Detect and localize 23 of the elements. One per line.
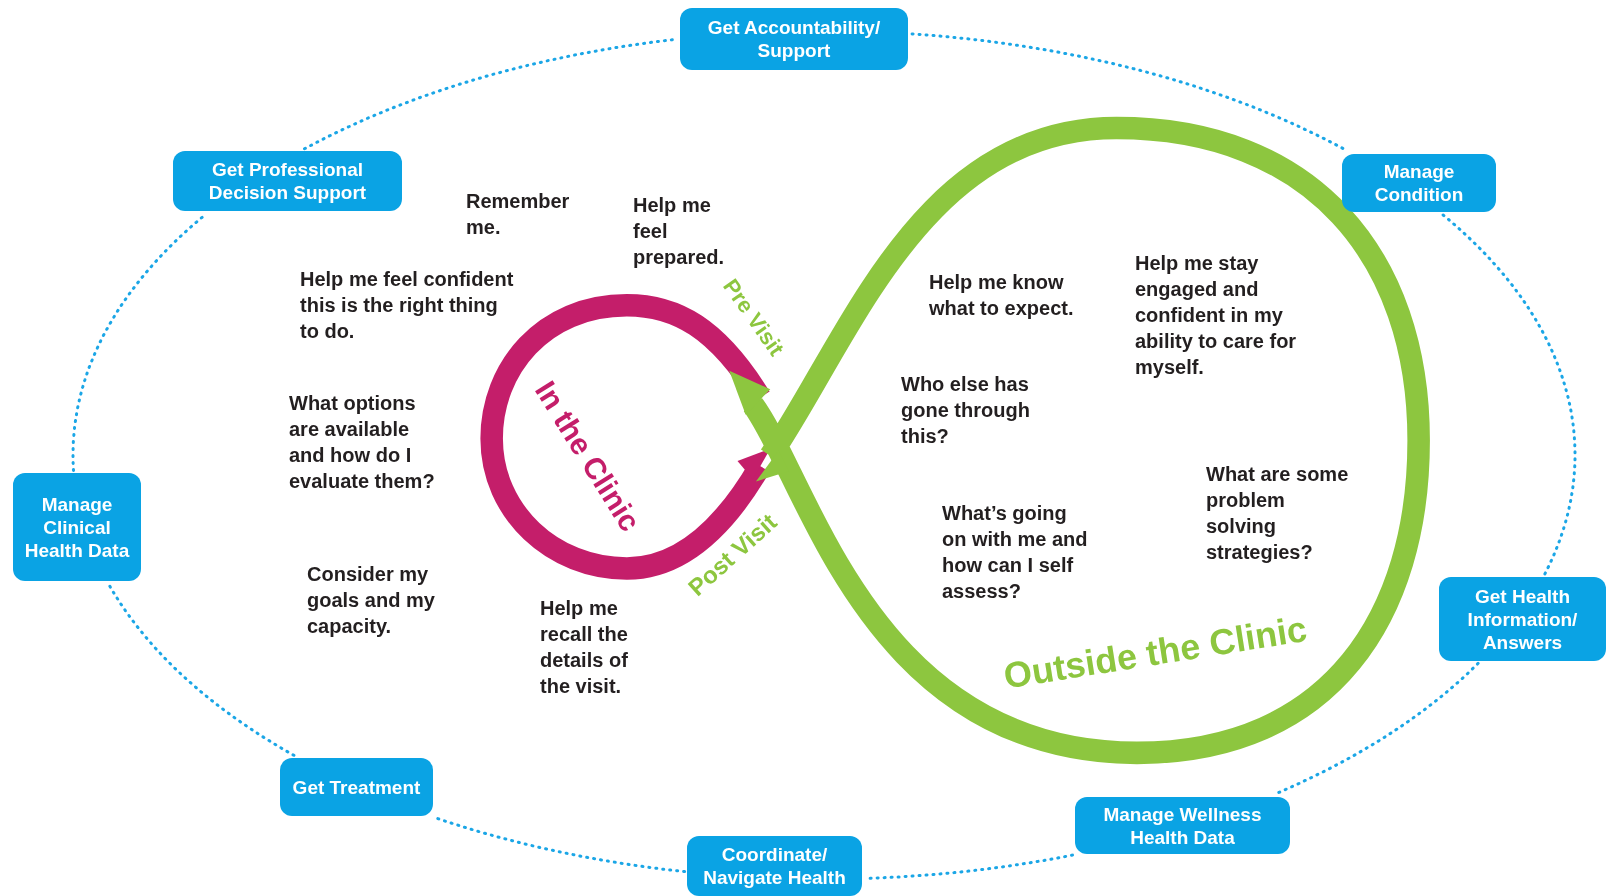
question-text: What are some problem solving strategies?: [1206, 462, 1350, 565]
category-box: Get Accountability/ Support: [680, 8, 908, 70]
dotted-connector: [106, 582, 296, 757]
category-box: Get Health Information/ Answers: [1439, 577, 1606, 661]
dotted-connector: [434, 816, 687, 874]
question-text: Help me know what to expect.: [929, 270, 1075, 321]
question-text: Remember me.: [466, 189, 571, 240]
question-text: What options are available and how do I evaluate them?: [289, 391, 436, 494]
question-text: Who else has gone through this?: [901, 372, 1031, 449]
phase-label: Outside the Clinic: [1000, 607, 1311, 699]
question-text: Help me stay engaged and confident in my ability to care for myself.: [1135, 251, 1298, 380]
category-box: Manage Condition: [1342, 154, 1496, 212]
question-text: What’s going on with me and how can I self assess?: [942, 501, 1089, 604]
category-box: Coordinate/ Navigate Health: [687, 836, 862, 896]
question-text: Help me recall the details of the visit.: [540, 596, 629, 699]
dotted-connector: [1441, 213, 1577, 577]
category-box: Manage Wellness Health Data: [1075, 797, 1290, 854]
question-text: Consider my goals and my capacity.: [307, 562, 436, 639]
category-box: Get Treatment: [280, 758, 433, 816]
question-text: Help me feel prepared.: [633, 193, 726, 270]
category-box: Manage Clinical Health Data: [13, 473, 141, 581]
category-box: Get Professional Decision Support: [173, 151, 402, 211]
question-text: Help me feel confident this is the right thing to do.: [300, 267, 515, 344]
